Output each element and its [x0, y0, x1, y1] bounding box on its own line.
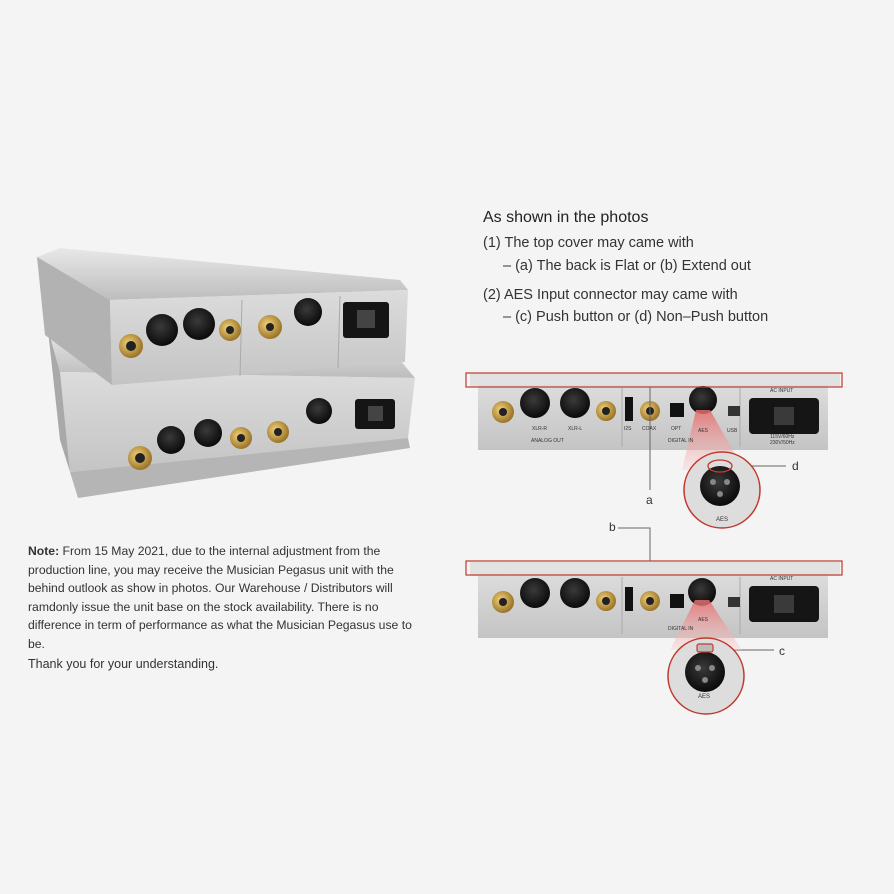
point-2: (2) AES Input connector may came with [483, 287, 738, 303]
point-2-detail: – (c) Push button or (d) Non–Push button [503, 309, 769, 325]
digital-in-label-1: DIGITAL IN [668, 438, 694, 444]
analog-out-label-1: ANALOG OUT [531, 438, 564, 444]
zoom-circle-c [667, 637, 745, 715]
note-paragraph: Note: From 15 May 2021, due to the inter… [28, 542, 418, 653]
aes-zoom-label-c: AES [698, 694, 711, 700]
frame-b [465, 560, 843, 576]
aes-label-1: AES [698, 428, 709, 434]
note-label: Note: [28, 544, 60, 558]
zoom-cone-c [670, 600, 742, 650]
callout-c: c [779, 644, 785, 658]
i2s-label: I2S [624, 426, 632, 432]
zoom-circle-d [683, 451, 761, 529]
voltage-label-1: 115V/60Hz [770, 434, 795, 440]
extended-back-panel-photo [470, 562, 840, 638]
coax-label: COAX [642, 426, 657, 432]
thanks-text: Thank you for your understanding. [28, 657, 219, 671]
aes-label-2: AES [698, 617, 709, 623]
flat-back-panel-photo [470, 373, 840, 450]
callout-a: a [646, 493, 653, 507]
ac-input-label-1: AC INPUT [770, 388, 794, 394]
usb-label: USB [727, 428, 738, 434]
upper-unit-photo [37, 248, 408, 385]
aes-zoom-label-d: AES [716, 517, 729, 523]
frame-a [465, 372, 843, 388]
voltage-label-2: 230V/50Hz [770, 440, 795, 446]
point-1-detail: – (a) The back is Flat or (b) Extend out [503, 258, 751, 274]
leader-b [618, 527, 651, 561]
point-1: (1) The top cover may came with [483, 235, 694, 251]
opt-label: OPT [671, 426, 682, 432]
xlr-l-label: XLR-L [568, 426, 583, 432]
callout-b: b [609, 520, 616, 534]
photos-heading: As shown in the photos [483, 209, 649, 226]
callout-d: d [792, 459, 799, 473]
digital-in-label-2: DIGITAL IN [668, 626, 694, 632]
ac-input-label-2: AC INPUT [770, 576, 794, 582]
note-text: From 15 May 2021, due to the internal ad… [28, 544, 412, 651]
xlr-r-label: XLR-R [532, 426, 548, 432]
